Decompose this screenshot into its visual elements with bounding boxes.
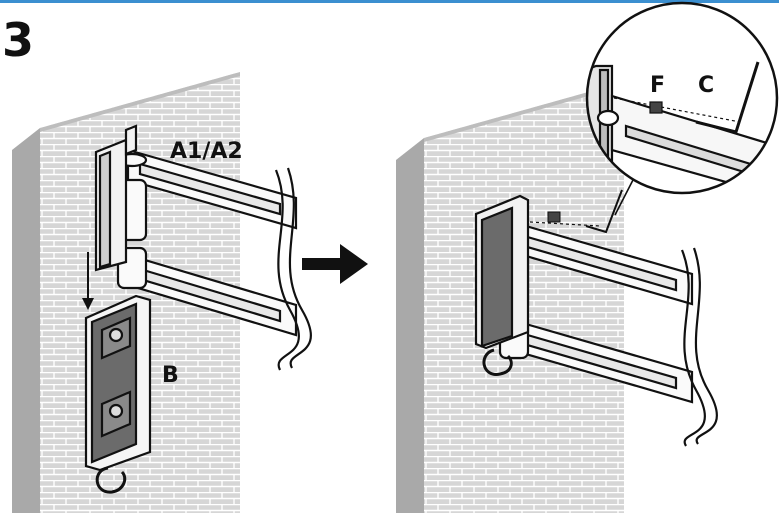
label-hex-key: C [698,73,714,98]
right-cut-line-outer [680,249,706,447]
arrow-down-icon [82,252,94,310]
right-cut-line-inner [692,247,718,445]
set-screw-small [529,211,601,227]
hex-key-small [585,189,623,234]
label-set-screw: F [650,73,665,98]
left-cut-line-inner [286,167,312,369]
arrow-right-icon [302,244,368,284]
right-mounted-plate [474,194,530,376]
label-wall-plate: B [162,363,179,388]
zoom-connector [614,177,635,216]
wall-plate-b [84,294,152,494]
label-bracket-parts: A1/A2 [170,139,243,164]
left-bracket-plate [94,124,138,272]
zoom-circle-border [585,1,779,195]
accent-bar [0,0,779,3]
left-cut-line-outer [274,169,300,371]
step-number: 3 [2,13,34,67]
